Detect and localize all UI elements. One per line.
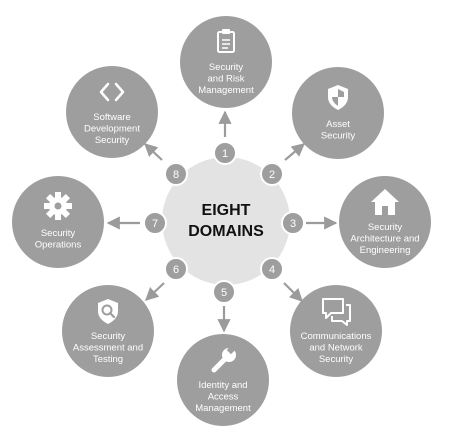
center-title-line-2: DOMAINS (188, 223, 264, 240)
chat-bubbles-icon (322, 298, 351, 326)
center-layer: EIGHT DOMAINS (162, 157, 290, 285)
arrow-to-domain-6 (145, 282, 165, 301)
number-badge-label: 3 (290, 218, 296, 230)
domain-label-line: Development (84, 124, 140, 135)
arrow-to-domain-2 (284, 143, 306, 161)
wrench-icon (211, 345, 236, 373)
domain-label-line: Security (321, 131, 356, 142)
domain-label-line: Software (93, 112, 131, 123)
domain-label-line: Engineering (360, 245, 411, 256)
number-badge-label: 6 (173, 264, 179, 276)
domain-circle (290, 285, 382, 377)
domain-label-line: Architecture and (350, 234, 419, 245)
arrow-to-domain-4 (283, 282, 303, 302)
number-badge-2: 2 (260, 162, 284, 186)
domain-label-line: Access (208, 392, 239, 403)
number-badge-label: 2 (269, 169, 275, 181)
center-circle (162, 157, 290, 285)
number-badge-label: 4 (269, 264, 275, 276)
magnifier-shield-icon (98, 299, 118, 324)
domain-label-line: Security (41, 228, 76, 239)
number-badge-8: 8 (164, 162, 188, 186)
domain-label-line: Identity and (198, 380, 247, 391)
number-badge-label: 8 (173, 169, 179, 181)
center-title-line-1: EIGHT (202, 202, 251, 219)
domain-label-line: Asset (326, 119, 350, 130)
number-badge-label: 7 (152, 218, 158, 230)
domain-label-line: Security (319, 354, 354, 365)
clipboard-icon (217, 29, 235, 53)
number-badge-7: 7 (143, 211, 167, 235)
domain-circle (12, 176, 104, 268)
arrow-to-domain-8 (144, 143, 163, 161)
number-badge-label: 1 (222, 148, 228, 160)
number-badge-6: 6 (164, 257, 188, 281)
gear-icon (44, 192, 72, 220)
domain-circle (62, 285, 154, 377)
badges-layer: 1 2 3 4 5 6 7 8 (143, 141, 305, 304)
domain-label-line: and Risk (208, 74, 245, 85)
domain-label-line: Security (209, 62, 244, 73)
code-brackets-icon (99, 82, 125, 102)
arrows-layer (106, 110, 338, 333)
number-badge-label: 5 (221, 287, 227, 299)
house-icon (371, 189, 399, 215)
domain-label-line: Management (198, 85, 254, 96)
domain-circle (292, 67, 384, 159)
domain-label-line: Security (95, 135, 130, 146)
number-badge-5: 5 (212, 280, 236, 304)
number-badge-3: 3 (281, 211, 305, 235)
domain-label-line: Communications (301, 331, 372, 342)
domain-circle (339, 176, 431, 268)
domain-label-line: Testing (93, 354, 123, 365)
domain-circle (66, 66, 158, 158)
domain-label-line: Assessment and (73, 343, 143, 354)
domain-label-line: Operations (35, 240, 82, 251)
number-badge-4: 4 (260, 257, 284, 281)
domain-label-line: Security (368, 222, 403, 233)
domain-label-line: Security (91, 331, 126, 342)
shield-icon (328, 85, 348, 110)
number-badge-1: 1 (213, 141, 237, 165)
domain-circle (180, 16, 272, 108)
domain-label-line: Management (195, 403, 251, 414)
domain-label-line: and Network (309, 343, 363, 354)
domain-circle (177, 334, 269, 426)
